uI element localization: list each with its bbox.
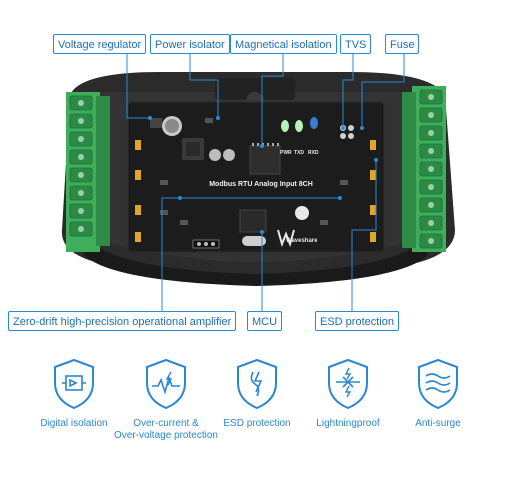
feature-overcurrent: Over-current & Over-voltage protection <box>101 358 231 442</box>
feature-label: Anti-surge <box>415 418 461 429</box>
surge-icon <box>418 358 458 410</box>
feature-label: Lightningproof <box>316 418 380 429</box>
callout-fuse: Fuse <box>385 34 420 54</box>
feature-digital-isolation: Digital isolation <box>9 358 139 430</box>
callout-esd-protection: ESD protection <box>315 311 399 331</box>
feature-label: ESD protection <box>223 418 291 429</box>
callout-magnetical-isolation: Magnetical isolation <box>230 34 337 54</box>
feature-esd: ESD protection <box>192 358 322 430</box>
feature-lightning: Lightningproof <box>283 358 413 430</box>
lightning-icon <box>328 358 368 410</box>
digital-isolation-icon <box>54 358 94 410</box>
brand-label: Waveshare <box>286 238 318 244</box>
callout-mcu: MCU <box>247 311 283 331</box>
product-illustration <box>61 72 455 286</box>
board-title: Modbus RTU Analog Input 8CH <box>209 181 313 188</box>
right-terminal-block <box>402 86 446 252</box>
callout-power-isolator: Power isolator <box>150 34 230 54</box>
feature-row: Digital isolation Over-current & Over-vo… <box>0 358 512 458</box>
feature-label: Digital isolation <box>40 418 108 429</box>
feature-label: Over-current & Over-voltage protection <box>114 418 218 441</box>
callout-leader-lines <box>126 54 405 311</box>
esd-icon <box>237 358 277 410</box>
led-label-txd: TXD <box>294 150 304 156</box>
left-terminal-block <box>66 92 110 252</box>
led-label-pwr: PWR <box>280 150 292 156</box>
feature-surge: Anti-surge <box>373 358 503 430</box>
overcurrent-icon <box>146 358 186 410</box>
callout-tvs: TVS <box>340 34 372 54</box>
led-label-rxd: RXD <box>308 150 319 156</box>
callout-voltage-regulator: Voltage regulator <box>53 34 147 54</box>
callout-amplifier: Zero-drift high-precision operational am… <box>8 311 237 331</box>
